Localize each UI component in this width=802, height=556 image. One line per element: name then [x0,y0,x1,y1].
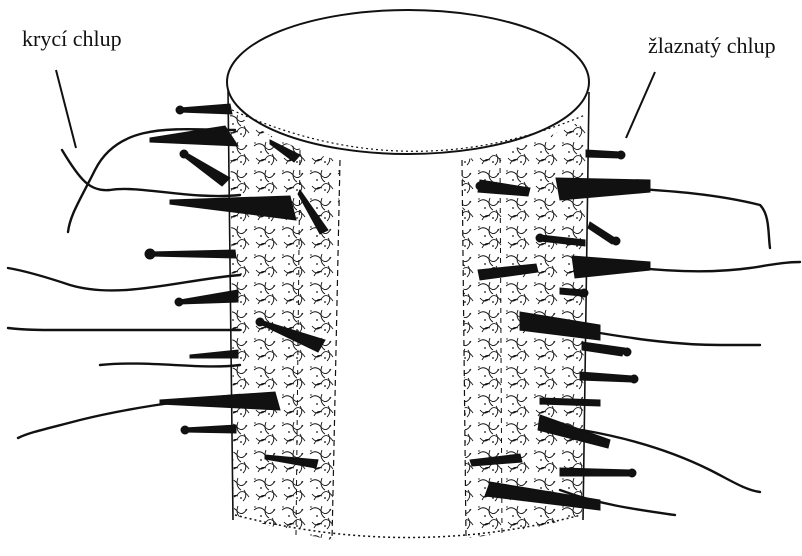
pointer-line-left [56,70,76,148]
pointer-line-right [626,72,655,138]
covering-hair-label: krycí chlup [22,26,122,52]
covering-hairs-left [8,129,240,438]
stem-top-face [227,10,589,154]
epidermis-band-left [230,110,340,540]
glandular-hair-label: žlaznatý chlup [648,33,776,59]
